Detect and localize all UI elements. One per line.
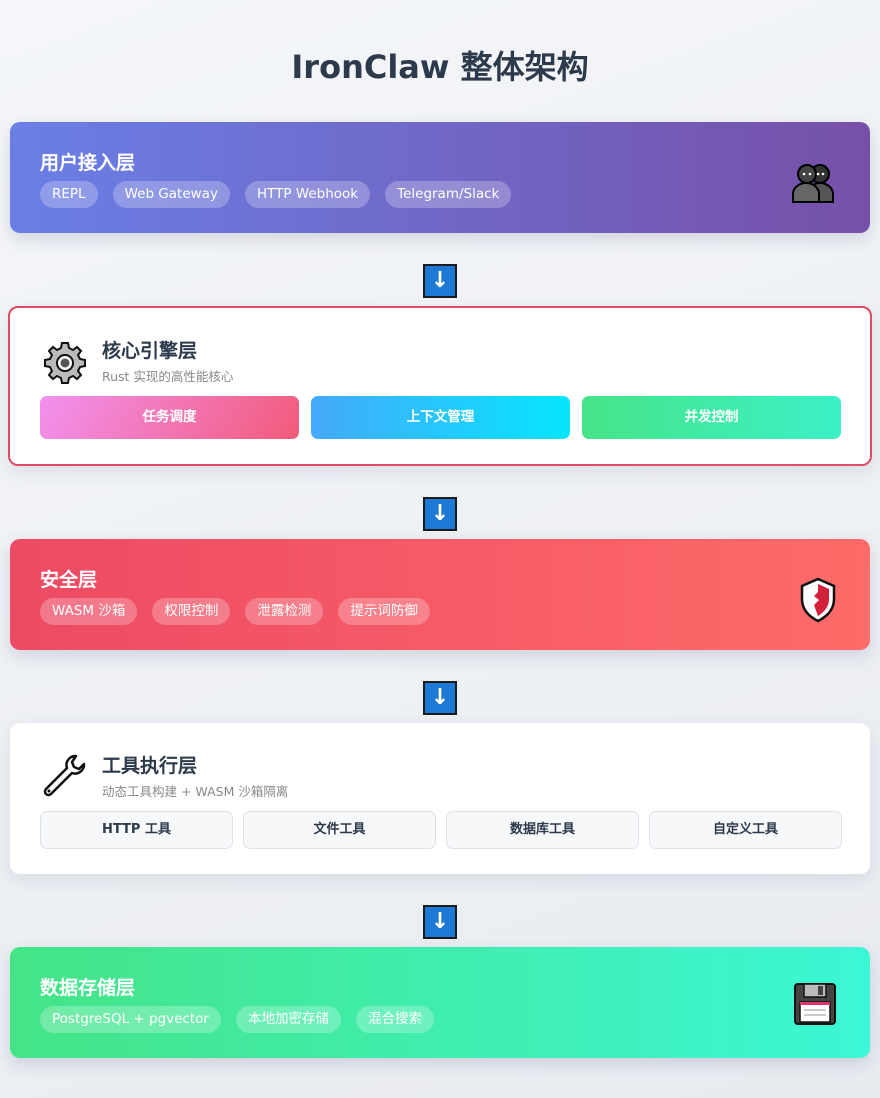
flow-arrow-down-icon: ↓ (423, 905, 457, 939)
wrench-icon (43, 754, 86, 797)
chip-list: WASM 沙箱 权限控制 泄露检测 提示词防御 (40, 598, 430, 625)
module-task-scheduling: 任务调度 (40, 396, 299, 439)
chip-web-gateway: Web Gateway (112, 181, 230, 208)
chip-list: REPL Web Gateway HTTP Webhook Telegram/S… (40, 181, 512, 208)
flow-arrow-down-icon: ↓ (423, 264, 457, 298)
tool-execution-layer: 工具执行层 动态工具构建 + WASM 沙箱隔离 HTTP 工具 文件工具 数据… (10, 723, 870, 874)
module-database-tool: 数据库工具 (446, 811, 639, 849)
chip-telegram-slack: Telegram/Slack (385, 181, 512, 208)
module-context-management: 上下文管理 (311, 396, 570, 439)
layer-title: 核心引擎层 (102, 340, 198, 362)
users-icon (792, 164, 834, 203)
chip-prompt-defense: 提示词防御 (338, 598, 430, 625)
user-access-layer: 用户接入层 REPL Web Gateway HTTP Webhook Tele… (10, 122, 870, 233)
data-storage-layer: 数据存储层 PostgreSQL + pgvector 本地加密存储 混合搜索 (10, 947, 870, 1058)
chip-postgresql-pgvector: PostgreSQL + pgvector (40, 1006, 221, 1033)
layer-title: 数据存储层 (40, 977, 136, 999)
chip-list: PostgreSQL + pgvector 本地加密存储 混合搜索 (40, 1006, 434, 1033)
floppy-disk-icon (794, 983, 836, 1025)
chip-wasm-sandbox: WASM 沙箱 (40, 598, 138, 625)
core-engine-layer: 核心引擎层 Rust 实现的高性能核心 任务调度 上下文管理 并发控制 (8, 306, 872, 466)
layer-title: 工具执行层 (102, 755, 198, 777)
chip-permission-control: 权限控制 (152, 598, 231, 625)
layer-title: 安全层 (40, 569, 98, 591)
module-list: HTTP 工具 文件工具 数据库工具 自定义工具 (40, 811, 842, 849)
module-concurrency-control: 并发控制 (582, 396, 841, 439)
chip-leak-detection: 泄露检测 (245, 598, 324, 625)
module-http-tool: HTTP 工具 (40, 811, 233, 849)
shield-icon (800, 577, 836, 623)
module-custom-tool: 自定义工具 (649, 811, 842, 849)
page-title: IronClaw 整体架构 (291, 48, 589, 86)
module-file-tool: 文件工具 (243, 811, 436, 849)
chip-http-webhook: HTTP Webhook (244, 181, 371, 208)
layer-subtitle: 动态工具构建 + WASM 沙箱隔离 (102, 784, 289, 799)
module-list: 任务调度 上下文管理 并发控制 (40, 396, 841, 439)
flow-arrow-down-icon: ↓ (423, 497, 457, 531)
chip-local-encrypted-storage: 本地加密存储 (235, 1006, 341, 1033)
chip-repl: REPL (40, 181, 98, 208)
chip-hybrid-search: 混合搜索 (355, 1006, 434, 1033)
gear-icon (44, 342, 86, 384)
layer-subtitle: Rust 实现的高性能核心 (102, 369, 234, 384)
flow-arrow-down-icon: ↓ (423, 681, 457, 715)
layer-title: 用户接入层 (40, 152, 136, 174)
security-layer: 安全层 WASM 沙箱 权限控制 泄露检测 提示词防御 (10, 539, 870, 650)
